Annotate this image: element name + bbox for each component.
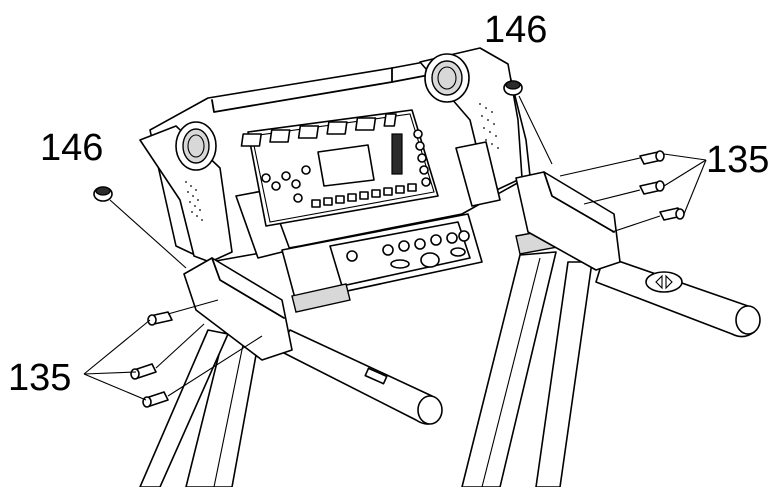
callout-135-left: 135 [8,357,71,399]
callout-146-right: 146 [484,9,547,51]
handrail-right [515,171,761,338]
lower-control-bar [281,213,575,313]
display-panel [240,109,439,227]
tray-right [455,141,501,207]
speaker-right [424,53,470,103]
speaker-left [175,121,217,171]
screws-left [130,299,263,408]
grille-right [479,103,499,149]
grille-left [185,181,203,221]
callout-146-left: 146 [40,127,103,169]
keypad-row [311,183,417,208]
cap-part-right [503,80,553,165]
handrail-left [183,257,443,425]
handrail-button [645,271,683,293]
leader-lines [83,153,707,401]
upright-right [461,251,593,487]
cap-part-left [93,186,187,269]
callout-135-right: 135 [706,139,769,181]
lcd-screen [317,144,375,187]
grip-left [291,283,351,313]
